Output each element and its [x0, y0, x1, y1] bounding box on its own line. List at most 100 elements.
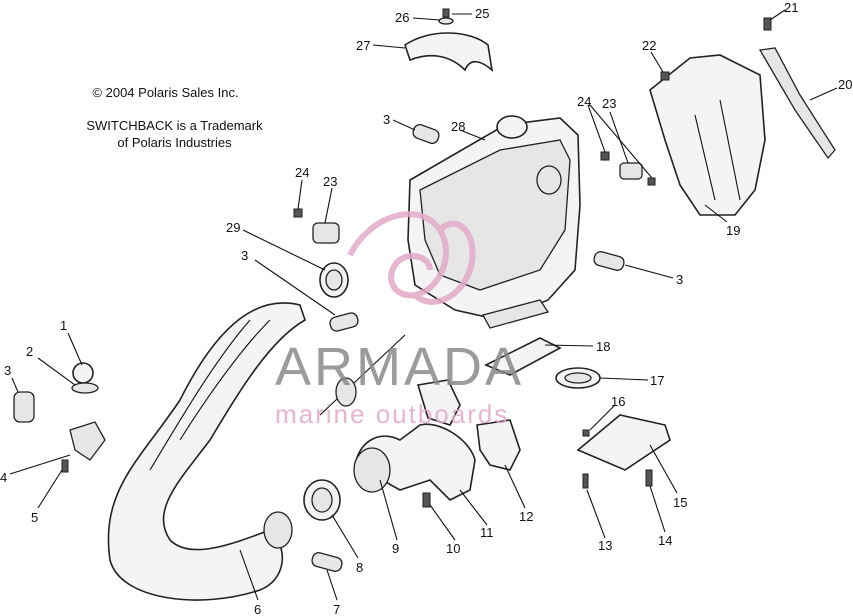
leader-3-top: [392, 119, 416, 131]
callout-20: 20: [838, 77, 852, 92]
part-19-heat-shield: [649, 54, 766, 216]
leader-3-left: [11, 377, 19, 393]
callout-29: 29: [226, 220, 240, 235]
part-17-ring-inner: [564, 372, 592, 384]
leader-28: [459, 129, 486, 141]
leader-10: [429, 504, 456, 541]
part-23-grommet-left: [312, 222, 340, 244]
part-4-bracket: [69, 421, 106, 461]
part-20-strap: [758, 47, 836, 160]
part-24-nut-right: [600, 151, 610, 161]
callout-13: 13: [598, 538, 612, 553]
part-24-nut-left: [293, 208, 303, 218]
part-8-seal-ring-inner: [311, 487, 333, 513]
leader-26: [412, 17, 441, 21]
part-25-screw: [442, 8, 450, 18]
leader-7: [326, 569, 338, 601]
leader-24-right: [587, 104, 653, 179]
callout-24-right: 24: [577, 94, 591, 109]
callout-2: 2: [26, 344, 33, 359]
part-12-gasket-upper: [416, 379, 461, 426]
leader-lines: [9, 9, 838, 601]
part-16-rivet: [582, 429, 590, 437]
part-28-muffler-outlet: [496, 115, 528, 139]
part-5-bolt: [61, 459, 69, 473]
leader-13: [586, 489, 606, 539]
leader-6: [239, 549, 259, 601]
part-6-exhaust-pipe: [107, 302, 306, 601]
leader-15: [649, 444, 678, 494]
leader-19: [704, 204, 728, 223]
callout-3-right: 3: [676, 272, 683, 287]
callout-3-top: 3: [383, 112, 390, 127]
watermark-logo-icon: [347, 211, 476, 305]
leader-2: [37, 357, 76, 386]
part-7-spring: [311, 552, 343, 572]
leader-3-mid: [254, 259, 336, 316]
callout-3-mid: 3: [241, 248, 248, 263]
part-21-bolt: [763, 17, 772, 31]
callout-1: 1: [60, 318, 67, 333]
leader-5: [37, 469, 63, 509]
leader-23-right: [609, 111, 629, 164]
callout-17: 17: [650, 373, 664, 388]
callout-16: 16: [611, 394, 625, 409]
part-26-washer: [438, 17, 454, 25]
callout-10: 10: [446, 541, 460, 556]
part-1-cap: [72, 362, 94, 384]
leader-11: [459, 489, 488, 526]
part-22-nut: [660, 71, 670, 81]
callout-28: 28: [451, 119, 465, 134]
part-28-muffler-face: [419, 139, 571, 291]
part-9-sensor-body: [335, 377, 357, 407]
callout-18: 18: [596, 339, 610, 354]
part-9-sensor-rod: [319, 334, 406, 416]
callout-8: 8: [356, 560, 363, 575]
part-3-spring-right: [593, 251, 625, 271]
callout-4: 4: [0, 470, 7, 485]
part-3-spring-left: [13, 391, 35, 423]
callout-27: 27: [356, 38, 370, 53]
part-6-pipe-shading: [149, 319, 271, 471]
part-15-shield-plate: [576, 414, 671, 471]
leader-22: [650, 51, 664, 73]
leader-12: [504, 464, 526, 509]
watermark-subtitle: marine outboards: [275, 399, 509, 429]
callout-19: 19: [726, 223, 740, 238]
leader-20: [809, 87, 838, 101]
copyright-note: © 2004 Polaris Sales Inc.: [92, 85, 239, 100]
part-29-seal-ring-inner: [325, 269, 343, 291]
callout-21: 21: [784, 0, 798, 15]
watermark-title: ARMADA: [275, 337, 524, 397]
leader-8: [331, 514, 359, 559]
callout-11: 11: [480, 525, 494, 540]
callout-25: 25: [475, 6, 489, 21]
callout-6: 6: [254, 602, 261, 616]
part-28-mount-bracket: [482, 299, 550, 329]
leader-23-left: [324, 187, 333, 224]
leader-29: [242, 229, 326, 271]
part-11-manifold-port: [353, 447, 391, 493]
leader-4: [9, 454, 71, 475]
leader-16: [589, 404, 616, 431]
part-2-washer: [71, 382, 99, 394]
leader-17: [599, 377, 649, 381]
leader-1: [67, 332, 83, 366]
part-28-muffler-port: [536, 165, 562, 195]
part-3-spring-top: [412, 124, 440, 144]
part-19-heat-shield-rib: [694, 99, 741, 201]
part-18-plate: [484, 337, 562, 376]
callout-9: 9: [392, 541, 399, 556]
leader-21: [769, 9, 786, 21]
part-14-screw: [645, 469, 653, 487]
part-3-spring-mid: [329, 312, 359, 332]
part-10-bolt: [422, 492, 431, 508]
callout-24-left: 24: [295, 165, 309, 180]
part-13-screw: [582, 473, 589, 489]
callout-7: 7: [333, 602, 340, 616]
part-24-nut-right-2: [647, 177, 656, 186]
part-23-grommet-right: [619, 162, 643, 180]
